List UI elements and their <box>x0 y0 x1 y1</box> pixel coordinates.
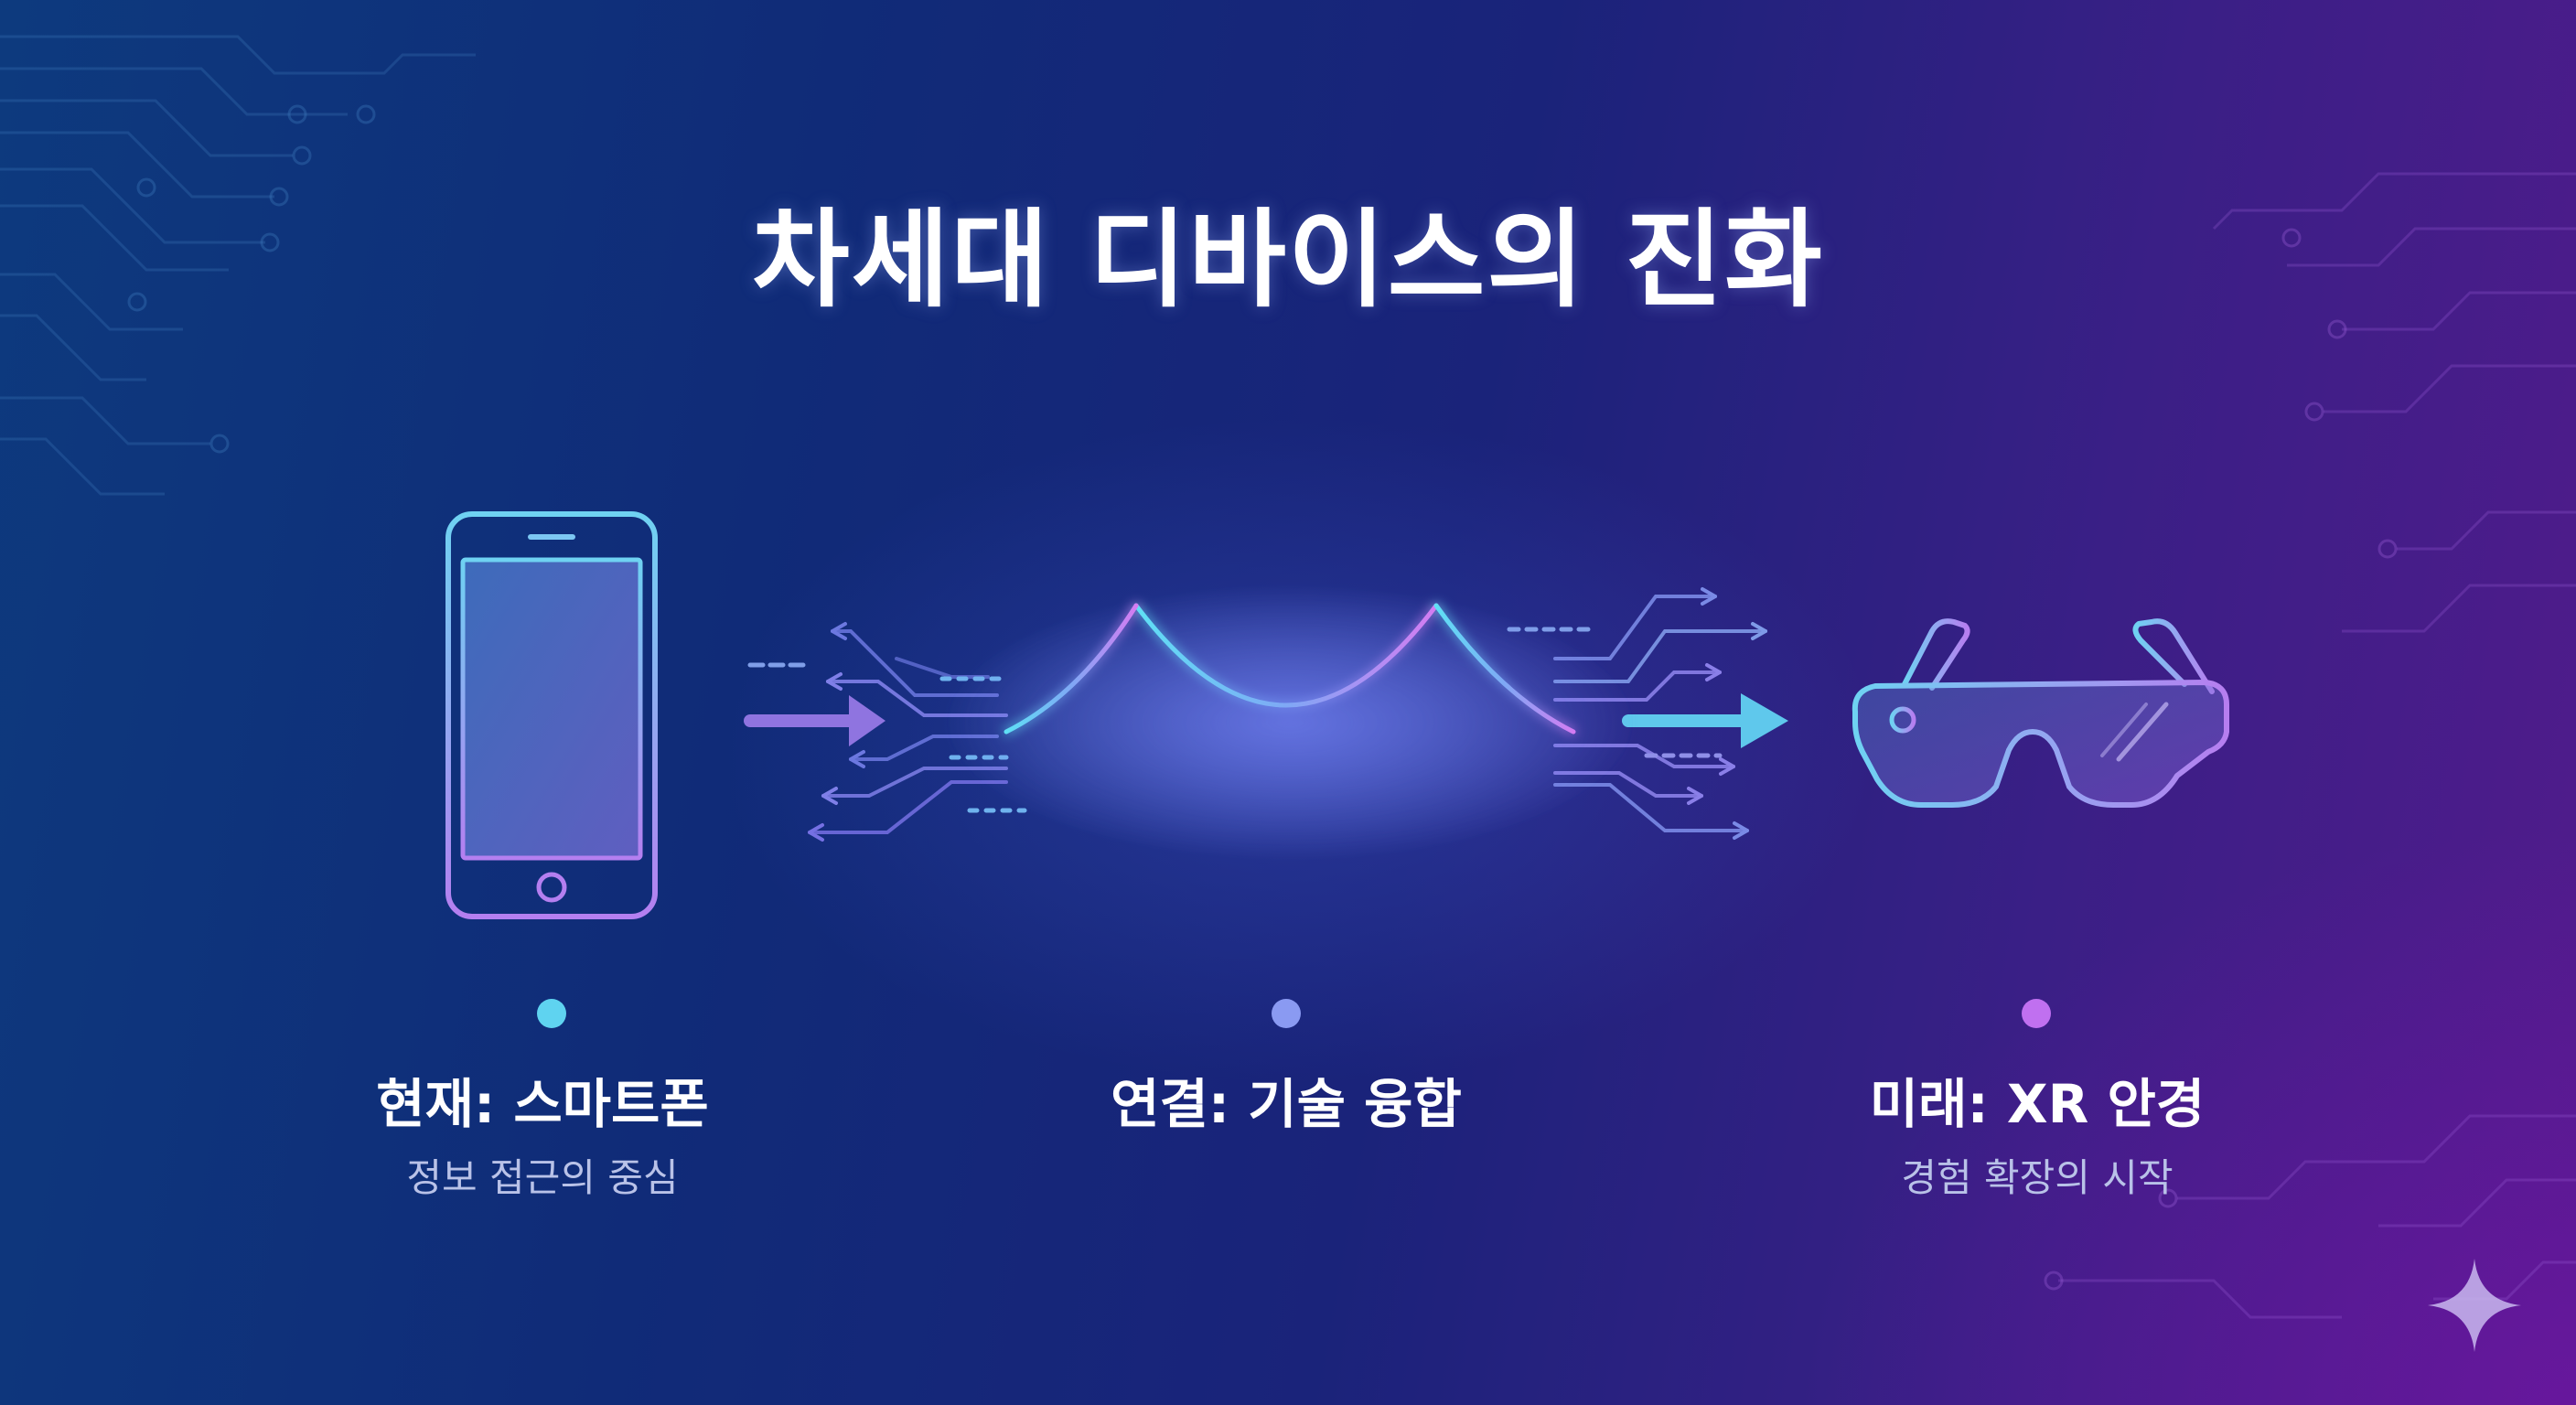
timeline-node-present <box>537 999 566 1028</box>
page-title: 차세대 디바이스의 진화 <box>752 198 1824 322</box>
smartphone-icon <box>445 511 658 919</box>
stage-label-present: 현재: 스마트폰 <box>376 1073 709 1135</box>
xr-glasses-icon <box>1852 618 2229 808</box>
stage-description-future: 경험 확장의 시작 <box>1901 1155 2174 1200</box>
timeline <box>537 999 2051 1028</box>
sparkle-icon <box>2428 1259 2521 1352</box>
timeline-node-connection <box>1272 999 1301 1028</box>
bridge-icon <box>942 585 1637 860</box>
timeline-node-future <box>2022 999 2051 1028</box>
stage-description-present: 정보 접근의 중심 <box>406 1155 679 1200</box>
stage-label-future: 미래: XR 안경 <box>1869 1073 2206 1135</box>
stage-label-connection: 연결: 기술 융합 <box>1111 1073 1462 1135</box>
